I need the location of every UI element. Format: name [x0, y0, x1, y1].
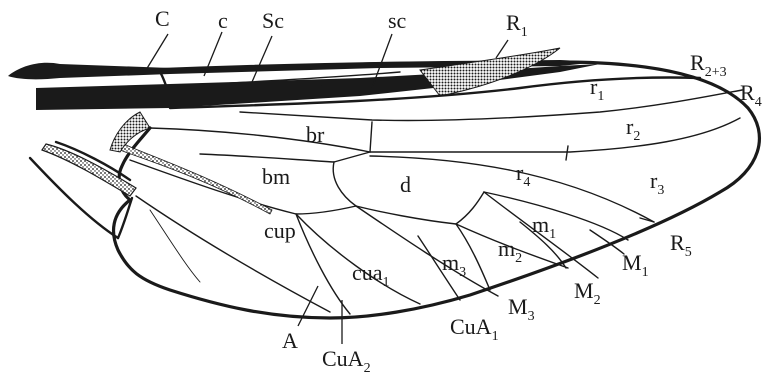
label-bm-cell: bm	[262, 164, 290, 189]
label-CuA2: CuA2	[322, 346, 371, 376]
label-R1: R1	[506, 10, 528, 40]
leader-lines	[145, 31, 509, 344]
label-c: c	[218, 8, 228, 33]
label-CuA1: CuA1	[450, 314, 499, 344]
label-Sc: Sc	[262, 8, 284, 33]
label-d-cell: d	[400, 172, 411, 197]
label-A: A	[282, 328, 298, 353]
label-M2: M2	[574, 278, 601, 308]
label-sc: sc	[388, 8, 407, 33]
label-R2-3: R2+3	[690, 50, 727, 80]
label-R4: R4	[740, 80, 762, 110]
basal-lobes	[28, 140, 137, 240]
label-r2-cell: r2	[626, 114, 640, 144]
costal-margin	[8, 47, 600, 110]
label-cua1-cell: cua1	[352, 260, 390, 290]
medial-veins	[149, 127, 655, 305]
label-C: C	[155, 6, 170, 31]
labels: C c Sc sc R1 R2+3 R4 r1 r2 r3 r4 br bm d…	[155, 6, 762, 376]
cubital-anal-veins	[109, 111, 351, 315]
label-br-cell: br	[306, 122, 325, 147]
label-m1-cell: m1	[532, 212, 556, 242]
label-m2-cell: m2	[498, 236, 522, 266]
label-M1: M1	[622, 250, 649, 280]
label-r1-cell: r1	[590, 74, 604, 104]
label-cup-cell: cup	[264, 218, 296, 243]
label-R5: R5	[670, 230, 692, 260]
label-r3-cell: r3	[650, 168, 664, 198]
label-m3-cell: m3	[442, 250, 466, 280]
label-M3: M3	[508, 294, 535, 324]
label-r4-cell: r4	[516, 160, 530, 190]
radial-veins	[168, 76, 743, 223]
